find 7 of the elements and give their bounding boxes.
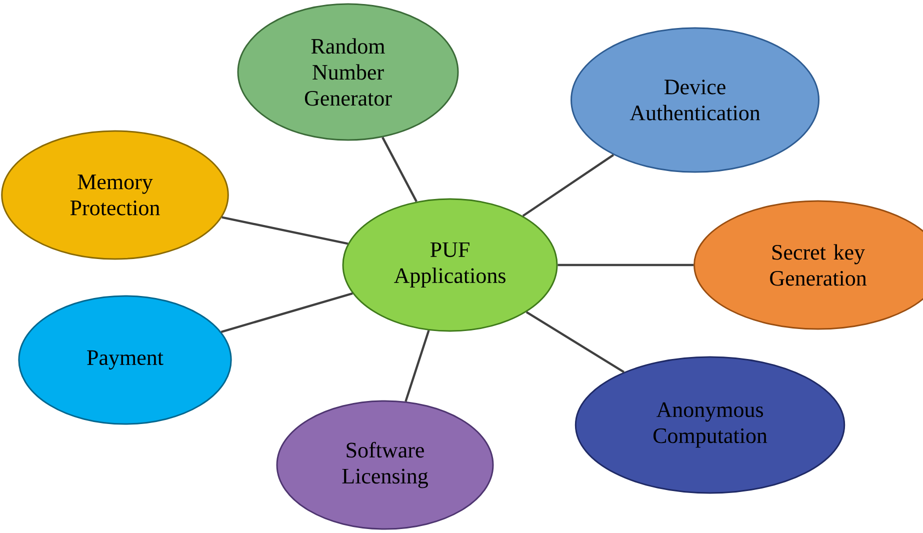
connector-line xyxy=(526,311,624,373)
connector-line xyxy=(220,292,353,333)
connector-line xyxy=(522,154,614,217)
connector-line xyxy=(222,216,348,245)
connector-line xyxy=(404,330,430,402)
connector-line xyxy=(382,136,418,202)
connector-line xyxy=(558,264,694,266)
